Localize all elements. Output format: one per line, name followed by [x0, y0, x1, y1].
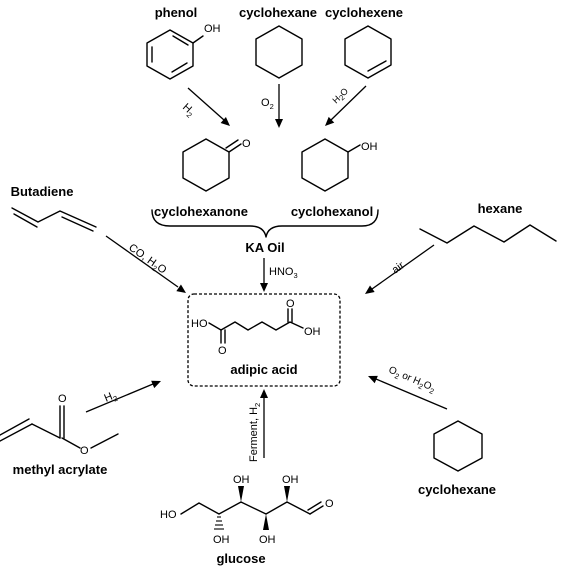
cyclohexanone-o-atom: O [242, 138, 251, 150]
ka-oil-label: KA Oil [245, 240, 284, 255]
svg-text:Ferment, H2: Ferment, H2 [248, 403, 262, 462]
arrow-cyclohexane-to-ka [275, 84, 283, 128]
glucose-oh-c4: OH [259, 534, 276, 546]
reagent-co-h2o: CO, H2O [125, 242, 169, 279]
svg-text:H2: H2 [179, 101, 197, 120]
cyclohexene-label: cyclohexene [325, 5, 403, 20]
svg-text:CO, H2O: CO, H2O [125, 242, 169, 279]
methyl-acrylate-structure: O O [0, 393, 119, 457]
cyclohexane-top-structure [255, 25, 303, 79]
arrow-ka-to-adipic [260, 258, 268, 292]
arrow-glucose-to-adipic [260, 389, 268, 458]
butadiene-label: Butadiene [11, 184, 74, 199]
adipic-o-atom-left: O [218, 345, 227, 357]
methyl-acrylate-ester-o: O [80, 445, 89, 457]
butadiene-structure [11, 207, 97, 232]
methyl-acrylate-label: methyl acrylate [13, 462, 108, 477]
cyclohexanol-oh-atom: OH [361, 141, 378, 153]
cyclohexanone-label: cyclohexanone [154, 204, 248, 219]
reagent-ferment: Ferment, H2 [248, 403, 262, 462]
cyclohexene-structure [344, 25, 392, 79]
reagent-o2-cyclohexane: O2 [261, 97, 274, 111]
adipic-acid-box [187, 293, 341, 387]
arrow-butadiene-to-adipic [105, 235, 189, 297]
phenol-oh-atom: OH [204, 23, 221, 35]
reagent-oxidant: O2 or H2O2 [386, 365, 437, 396]
adipic-acid-structure: HO OH O O [191, 298, 321, 357]
adipic-o-atom-right: O [286, 298, 295, 310]
phenol-structure: OH [146, 23, 221, 80]
glucose-oh-c3: OH [233, 474, 250, 486]
svg-text:H2O: H2O [330, 86, 351, 107]
cyclohexanone-structure: O [182, 138, 251, 192]
adipic-acid-label: adipic acid [230, 362, 297, 377]
reagent-h2-phenol: H2 [179, 101, 197, 120]
cyclohexane-top-label: cyclohexane [239, 5, 317, 20]
arrow-cyclohexane-to-adipic [366, 372, 448, 410]
glucose-ho-atom: HO [160, 509, 177, 521]
glucose-structure: HO O OH OH OH OH [160, 474, 334, 546]
glucose-label: glucose [216, 551, 265, 566]
cyclohexane-bottom-label: cyclohexane [418, 482, 496, 497]
arrow-hexane-to-adipic [362, 244, 435, 298]
adipic-ho-atom: HO [191, 318, 208, 330]
ka-oil-brace [151, 209, 379, 238]
hexane-label: hexane [478, 201, 523, 216]
arrow-phenol-to-cyclohexanone [187, 87, 233, 129]
arrow-cyclohexene-to-cyclohexanol [322, 85, 367, 129]
hexane-structure [419, 224, 557, 244]
glucose-aldehyde-o: O [325, 498, 334, 510]
cyclohexane-bottom-structure [433, 420, 483, 472]
arrow-methyl-acrylate-to-adipic [85, 377, 163, 413]
phenol-label: phenol [155, 5, 198, 20]
reagent-hno3: HNO3 [269, 266, 298, 280]
cyclohexanol-structure: OH [301, 138, 378, 192]
glucose-oh-c5: OH [282, 474, 299, 486]
adipic-oh-atom: OH [304, 326, 321, 338]
svg-text:O2 or H2O2: O2 or H2O2 [386, 365, 437, 396]
glucose-oh-c2: OH [213, 534, 230, 546]
cyclohexanol-label: cyclohexanol [291, 204, 373, 219]
methyl-acrylate-carbonyl-o: O [58, 393, 67, 405]
reagent-h2o-cyclohexene: H2O [330, 86, 351, 107]
